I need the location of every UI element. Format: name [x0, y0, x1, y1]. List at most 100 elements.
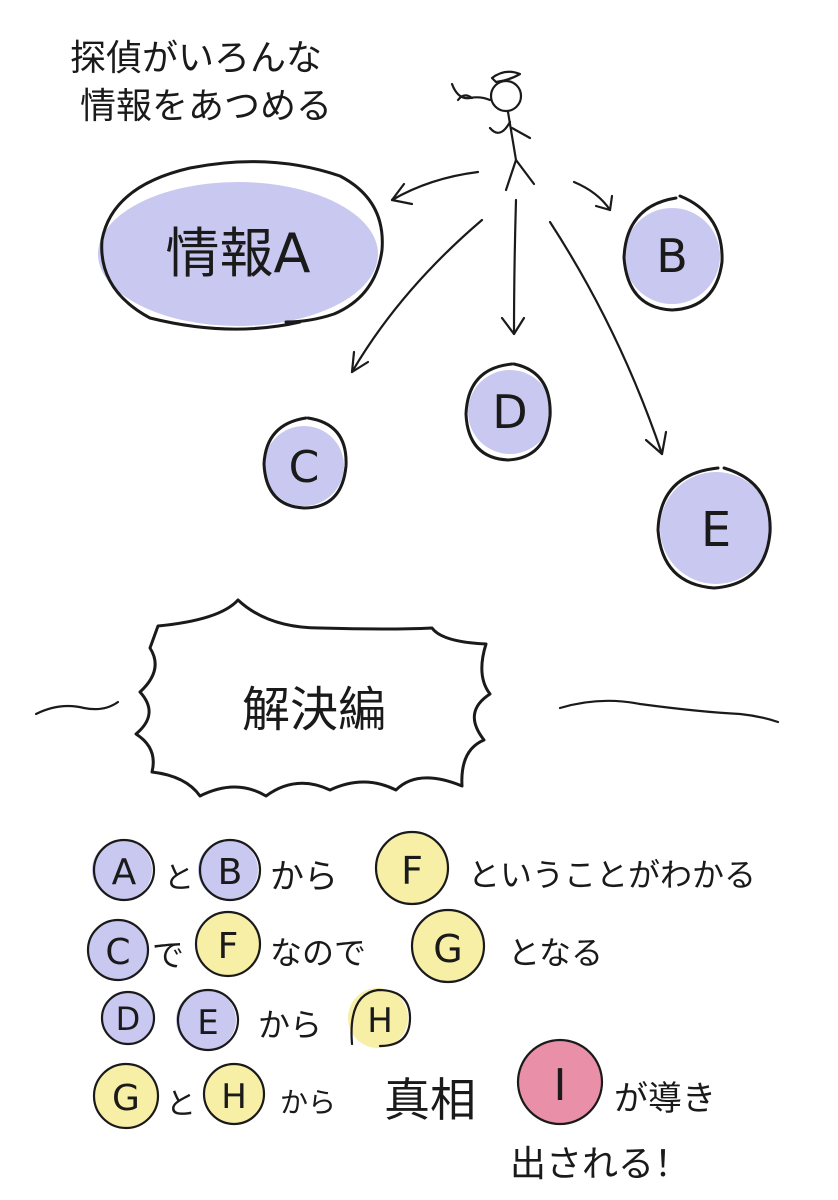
- intro-line-2: 情報をあつめる: [80, 86, 332, 127]
- info-node-b-fill: [624, 208, 720, 304]
- intro-text: 探偵がいろんな 情報をあつめる: [70, 38, 332, 127]
- solution-line-2: C で F なので G となる: [86, 908, 603, 984]
- solution-line-4-text-1: と: [166, 1087, 196, 1122]
- section-burst: [134, 598, 492, 798]
- info-node-c-label: C: [289, 442, 320, 493]
- solution-line-2-text-1: で: [152, 936, 184, 974]
- info-node-d-label: D: [492, 385, 527, 439]
- badge-e-fill: [176, 990, 236, 1050]
- solution-line-1-text-1: と: [164, 861, 194, 896]
- detective-pipe: [450, 82, 492, 102]
- detective-arm-right: [510, 126, 532, 140]
- badge-f-fill: [376, 832, 448, 904]
- badge-b-outline: [198, 838, 262, 902]
- badge-g2-label: G: [112, 1078, 140, 1119]
- solution-line-5-text-1: 出される！: [510, 1144, 690, 1185]
- solution-line-3-text-1: から: [258, 1006, 322, 1044]
- info-node-a: 情報A: [98, 160, 384, 331]
- badge-f-outline: [374, 830, 450, 906]
- solution-line-4-text-2: から: [280, 1086, 336, 1119]
- solution-line-5: 出される！: [510, 1144, 690, 1185]
- arrow-to-b: [572, 180, 612, 212]
- arrow-to-b-head: [594, 194, 614, 212]
- solution-line-1-text-2: から: [270, 857, 338, 897]
- info-node-d-fill: [468, 370, 552, 454]
- detective-leg-right: [514, 158, 536, 186]
- badge-d-fill: [102, 992, 154, 1044]
- info-node-a-outline: [100, 160, 384, 331]
- badge-g2-fill: [94, 1064, 158, 1128]
- badge-a-label: A: [112, 852, 137, 893]
- detective-body: [506, 110, 518, 162]
- info-node-c-fill: [264, 426, 344, 506]
- info-node-b-outline: [622, 194, 724, 312]
- section-title: 解決編: [242, 682, 386, 738]
- section-divider: 解決編: [34, 598, 780, 798]
- info-node-e-label: E: [701, 502, 731, 558]
- stick-figure-detective-icon: [450, 70, 536, 192]
- detective-leg-left: [504, 158, 518, 192]
- info-node-b-label: B: [656, 229, 688, 283]
- info-node-d: D: [464, 362, 552, 462]
- solution-line-2-text-3: となる: [508, 934, 603, 972]
- info-node-b: B: [622, 194, 724, 312]
- detective-pipe-bowl: [456, 94, 474, 102]
- badge-a-fill: [92, 840, 152, 900]
- badge-f2-fill: [196, 912, 260, 976]
- badge-c-fill: [88, 920, 148, 980]
- badge-b-fill: [198, 840, 258, 900]
- info-node-a-fill: [98, 182, 378, 326]
- arrow-to-e: [548, 220, 664, 456]
- arrows: [350, 170, 668, 456]
- badge-e-label: E: [197, 1003, 218, 1043]
- solution-line-1: A と B から F ということがわかる: [92, 830, 756, 906]
- badge-g2-outline: [92, 1062, 160, 1130]
- badge-h2-label: H: [221, 1077, 247, 1117]
- info-node-c-outline: [262, 416, 348, 510]
- badge-c-label: C: [105, 932, 130, 973]
- badge-d-outline: [100, 990, 156, 1046]
- info-node-c: C: [262, 416, 348, 510]
- badge-d-label: D: [116, 1000, 141, 1038]
- badge-h2-outline: [202, 1062, 266, 1126]
- arrow-to-d: [512, 198, 518, 336]
- solution-line-4-text-4: が導き: [614, 1079, 716, 1119]
- solution-line-4-text-3: 真相: [384, 1073, 476, 1127]
- info-node-e: E: [656, 466, 772, 590]
- badge-i-label: I: [554, 1060, 567, 1111]
- badge-b-label: B: [218, 852, 243, 893]
- intro-line-1: 探偵がいろんな: [70, 38, 322, 79]
- badge-f2-label: F: [218, 926, 239, 967]
- badge-g-fill: [412, 910, 484, 982]
- info-node-d-outline: [464, 362, 552, 462]
- arrow-to-c: [350, 218, 484, 374]
- badge-h2-fill: [204, 1064, 264, 1124]
- badge-h-fill: [348, 988, 408, 1048]
- badge-h-outline: [350, 988, 412, 1048]
- arrow-to-e-head: [644, 430, 668, 456]
- badge-g-label: G: [433, 927, 462, 971]
- detective-head: [489, 79, 523, 113]
- arrow-to-a-head: [390, 182, 414, 206]
- arrow-to-c-head: [350, 350, 370, 374]
- arrow-to-a: [390, 170, 480, 202]
- divider-line-left: [34, 700, 120, 716]
- info-node-e-fill: [660, 472, 772, 584]
- badge-f-label: F: [401, 849, 423, 893]
- solution-line-2-text-2: なので: [270, 934, 366, 972]
- arrow-to-d-head: [500, 316, 526, 336]
- badge-e-outline: [176, 988, 240, 1052]
- badge-i-outline: [516, 1038, 604, 1126]
- badge-g-outline: [410, 908, 486, 984]
- badge-c-outline: [86, 918, 150, 982]
- badge-i-fill: [518, 1040, 602, 1124]
- info-node-a-label: 情報A: [166, 222, 311, 285]
- detective-arm-left: [488, 120, 512, 134]
- solution-line-4: G と H から 真相 I が導き: [92, 1038, 716, 1130]
- solution-line-3: D E から H: [100, 988, 412, 1052]
- badge-a-outline: [92, 838, 156, 902]
- badge-h-label: H: [367, 1001, 393, 1041]
- badge-f2-outline: [194, 910, 262, 978]
- divider-line-right: [558, 699, 780, 724]
